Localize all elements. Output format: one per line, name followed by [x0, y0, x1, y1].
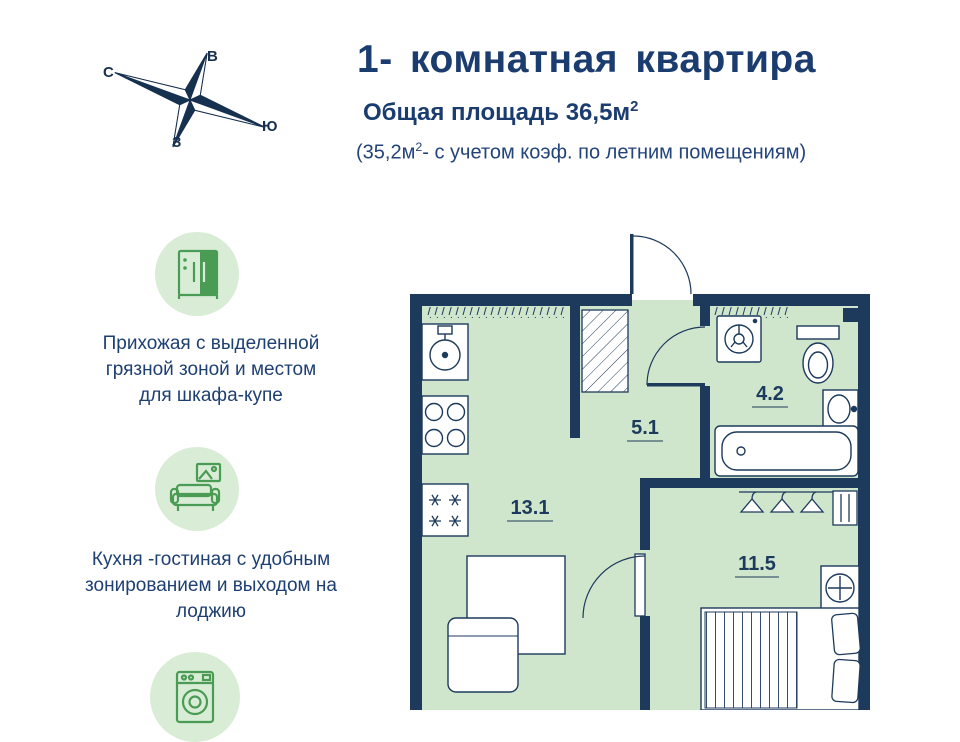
- compass-star-icon: [114, 52, 266, 148]
- kitchen-sink: [421, 323, 469, 381]
- washing-machine-icon: [175, 670, 215, 724]
- bathroom-sink: [822, 389, 859, 429]
- total-area-value: 36,5м: [565, 99, 631, 126]
- feature-hallway-text: Прихожая с выделенной грязной зоной и ме…: [102, 333, 320, 407]
- page-title: 1- комнатная квартира: [357, 38, 816, 81]
- coat-hangers: [739, 491, 857, 513]
- closet-wardrobe: [581, 309, 629, 393]
- laundry-basket: [832, 490, 858, 526]
- area-note-prefix: (35,2м: [356, 141, 416, 164]
- room-labels: 13.1 5.1 4.2 11.5: [507, 383, 788, 578]
- vent-shaft: [843, 308, 858, 322]
- pillow: [831, 612, 861, 656]
- area-note-suffix: - с учетом коэф. по летним помещениям): [422, 141, 807, 164]
- bathroom-door: [646, 326, 706, 387]
- bedroom-door: [582, 553, 646, 619]
- washing-machine: [716, 315, 762, 363]
- compass-rose: С В Ю З: [95, 45, 285, 163]
- total-area-sup: 2: [630, 99, 639, 115]
- compass-south-label: Ю: [262, 118, 278, 135]
- sofa: [447, 617, 519, 693]
- entrance-door: [630, 234, 692, 295]
- walls: [410, 294, 870, 710]
- area-note-sup: 2: [415, 140, 423, 154]
- room-label-hallway: 5.1: [631, 417, 659, 439]
- feature-laundry-badge: [150, 652, 240, 742]
- feature-hallway-badge: [155, 232, 239, 316]
- wall-hatching-bathroom: [713, 307, 791, 318]
- room-label-kitchen-living: 13.1: [511, 497, 550, 519]
- wardrobe-icon: [177, 249, 219, 299]
- feature-kitchen-text: Кухня -гостиная с удобным зонированием и…: [85, 549, 337, 623]
- total-area-label: Общая площадь: [363, 99, 560, 126]
- fan-unit: [820, 565, 860, 611]
- bathtub: [714, 425, 859, 477]
- room-label-bathroom: 4.2: [756, 383, 784, 405]
- pillow: [831, 658, 861, 704]
- area-note-line: (35,2м2- с учетом коэф. по летним помеще…: [356, 140, 806, 165]
- stove: [421, 395, 469, 455]
- compass-east-label: В: [207, 48, 218, 65]
- feature-kitchen-badge: [155, 447, 239, 531]
- gas-burners: [421, 483, 469, 537]
- bed: [700, 607, 861, 711]
- compass-north-label: С: [103, 64, 114, 81]
- total-area-line: Общая площадь 36,5м2: [363, 99, 638, 127]
- floor-plan-drawing: 13.1 5.1 4.2 11.5: [410, 234, 870, 711]
- room-label-bedroom: 11.5: [738, 553, 776, 575]
- floor-plan: 13.1 5.1 4.2 11.5: [405, 228, 910, 711]
- compass-west-label: З: [172, 134, 182, 151]
- toilet: [796, 325, 840, 384]
- wall-hatching-kitchen: [427, 307, 565, 318]
- sofa-icon: [169, 462, 222, 511]
